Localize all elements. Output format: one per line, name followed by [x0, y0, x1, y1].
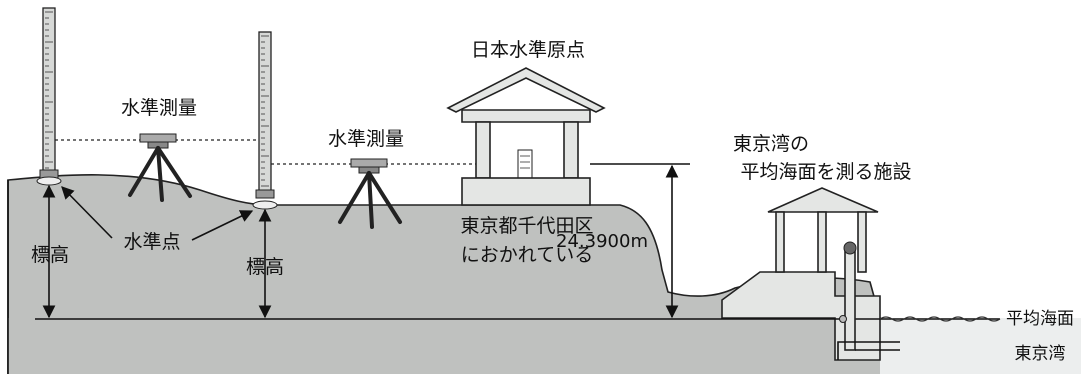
- origin-title: 日本水準原点: [471, 39, 585, 61]
- mean-sea-level-label: 平均海面: [1006, 309, 1074, 329]
- water-waves: [879, 316, 1001, 322]
- tokyo-bay-label: 東京湾: [1015, 344, 1066, 364]
- level-instrument-1: [128, 133, 192, 202]
- facility-base: [721, 271, 881, 361]
- origin-location-line-1: 東京都千代田区: [460, 215, 593, 237]
- benchmark-pointer-1: [61, 186, 113, 239]
- leveling-staff-1: [36, 7, 62, 186]
- facility-label-line-1: 東京湾の: [733, 133, 809, 155]
- leveling-label-2: 水準測量: [328, 128, 404, 150]
- height-value-label: 24.3900m: [556, 231, 648, 252]
- leveling-label-1: 水準測量: [121, 97, 197, 119]
- leveling-origin-building: [446, 67, 606, 206]
- elevation-label-2: 標高: [246, 256, 284, 278]
- facility-label-line-2: 平均海面を測る施設: [740, 161, 911, 183]
- level-instrument-2: [338, 158, 402, 229]
- ground-base: [8, 318, 880, 374]
- leveling-staff-2: [252, 31, 278, 210]
- bay-water: [880, 318, 1081, 374]
- tide-gauge-facility: [767, 187, 900, 360]
- elevation-label-1: 標高: [31, 244, 69, 266]
- benchmark-label: 水準点: [123, 231, 180, 253]
- origin-location-line-2: におかれている: [461, 244, 593, 266]
- benchmark-pointer-2: [191, 210, 254, 241]
